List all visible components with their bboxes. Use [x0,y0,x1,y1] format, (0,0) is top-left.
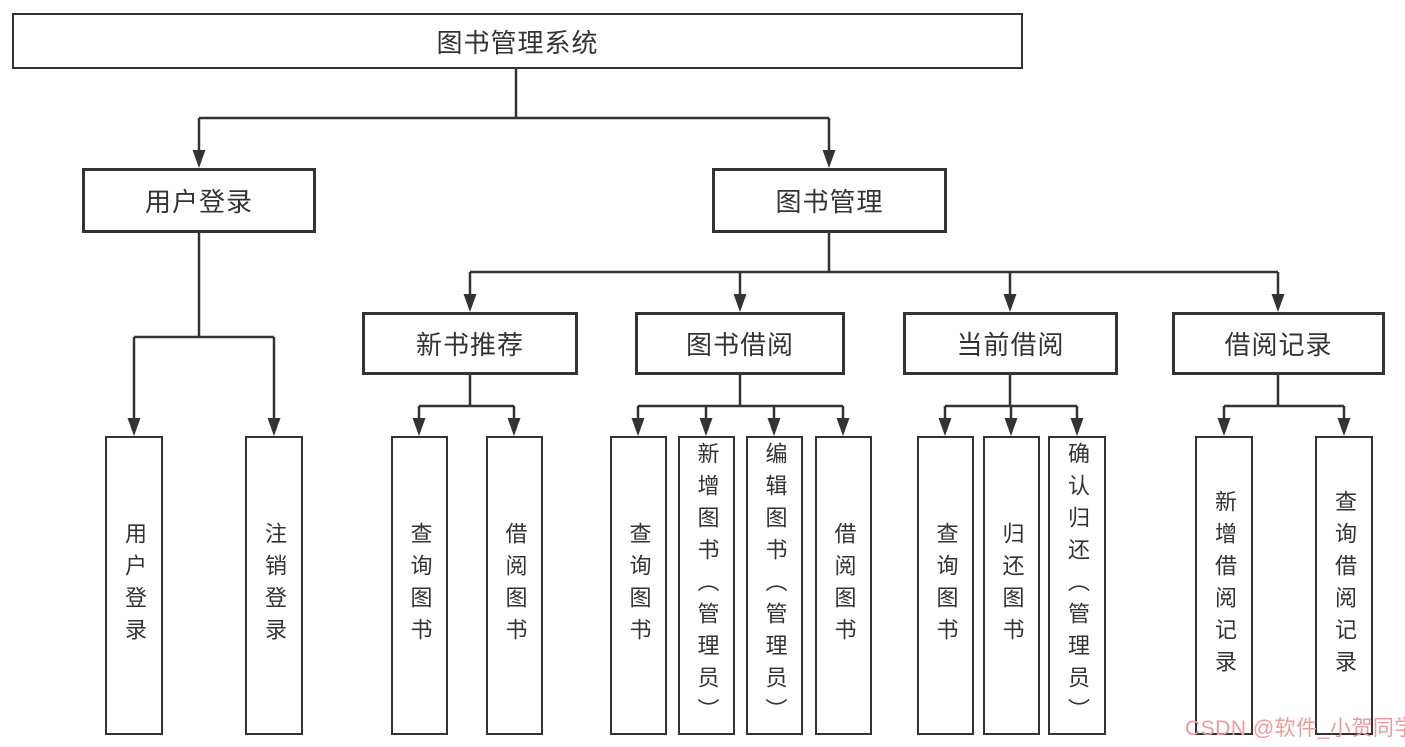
node-new-book-recommendation-label: 新书推荐 [415,330,524,360]
node-book-borrowing-label: 图书借阅 [685,330,794,360]
leaf-query-books-current-label: 查询图书 [933,521,959,650]
leaf-user-login-label: 用户登录 [122,521,147,650]
connector-arrowheads [127,150,1351,436]
node-root-label: 图书管理系统 [436,27,599,58]
leaf-query-books-current: 查询图书 [917,436,974,735]
leaf-query-books-recommend-label: 查询图书 [407,521,433,650]
leaf-query-borrow-record: 查询借阅记录 [1315,436,1373,735]
watermark-text: CSDN @软件_小贺同学 [1185,717,1405,740]
leaf-return-books-label: 归还图书 [999,521,1025,650]
leaf-borrow-books-borrowing-label: 借阅图书 [831,521,857,650]
leaf-query-books-borrowing-label: 查询图书 [626,521,652,650]
leaf-borrow-books-recommend: 借阅图书 [486,436,543,735]
node-current-borrowing-label: 当前借阅 [956,330,1065,360]
connector-stems [132,69,1346,420]
leaf-add-book-admin-label: 新增图书（管理员） [694,441,720,730]
node-borrowing-records-label: 借阅记录 [1224,330,1333,360]
leaf-query-borrow-record-label: 查询借阅记录 [1332,489,1357,682]
leaf-logout: 注销登录 [245,436,303,735]
leaf-query-books-recommend: 查询图书 [391,436,448,735]
leaf-return-books: 归还图书 [983,436,1040,735]
leaf-user-login: 用户登录 [105,436,163,735]
leaf-confirm-return-admin: 确认归还（管理员） [1048,436,1106,735]
node-user-login-label: 用户登录 [144,187,253,217]
leaf-confirm-return-admin-label: 确认归还（管理员） [1065,441,1090,730]
leaf-borrow-books-borrowing: 借阅图书 [815,436,872,735]
node-root: 图书管理系统 [12,13,1023,69]
node-book-management: 图书管理 [712,168,947,233]
leaf-add-borrow-record: 新增借阅记录 [1195,436,1253,735]
node-current-borrowing: 当前借阅 [903,312,1118,375]
leaf-query-books-borrowing: 查询图书 [610,436,667,735]
node-new-book-recommendation: 新书推荐 [362,312,578,375]
leaf-edit-book-admin-label: 编辑图书（管理员） [762,441,788,730]
leaf-add-borrow-record-label: 新增借阅记录 [1212,489,1237,682]
node-book-management-label: 图书管理 [775,187,884,217]
leaf-add-book-admin: 新增图书（管理员） [678,436,735,735]
leaf-borrow-books-recommend-label: 借阅图书 [502,521,528,650]
node-borrowing-records: 借阅记录 [1172,312,1385,375]
leaf-logout-label: 注销登录 [262,521,287,650]
node-book-borrowing: 图书借阅 [635,312,845,375]
node-user-login: 用户登录 [82,168,316,233]
leaf-edit-book-admin: 编辑图书（管理员） [746,436,803,735]
